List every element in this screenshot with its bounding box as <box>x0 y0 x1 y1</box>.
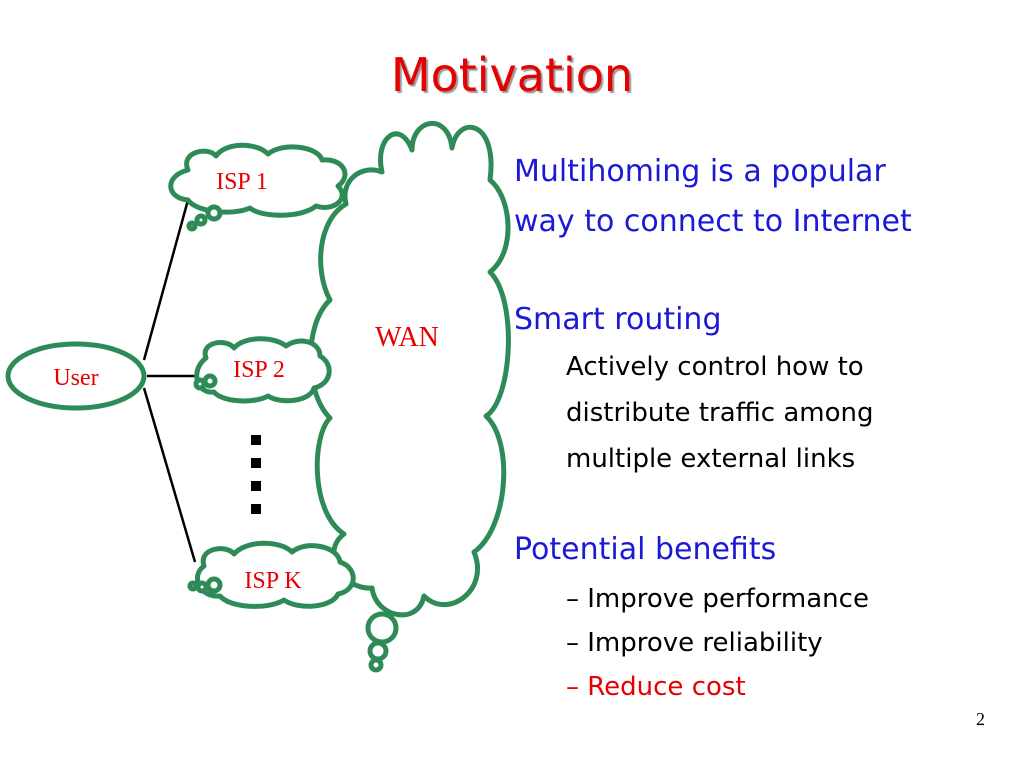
isp2-label: ISP 2 <box>233 357 285 383</box>
dot-2 <box>251 458 261 468</box>
wan-thought-bubble-small <box>368 657 384 673</box>
page-number: 2 <box>976 709 985 729</box>
bullet-smart-routing: Smart routing <box>514 302 722 337</box>
ispk-label: ISP K <box>244 568 302 594</box>
wan-label: WAN <box>375 322 439 353</box>
slide-title: Motivation <box>390 48 634 102</box>
sub-bullet-smart-routing-line3: multiple external links <box>566 444 856 474</box>
user-node <box>5 341 147 411</box>
bullet-multihoming-line1: Multihoming is a popular <box>514 154 886 189</box>
isp2-thought-bubble-large <box>202 373 218 389</box>
isp1-cloud <box>168 142 348 232</box>
ispk-thought-bubble-small <box>195 580 209 594</box>
wan-thought-bubble-large <box>365 611 399 645</box>
wan-cloud <box>308 120 511 673</box>
wan-thought-bubble-medium <box>367 640 389 662</box>
link-user-isp1 <box>142 199 190 361</box>
benefit-item-cost: – Reduce cost <box>566 672 746 702</box>
ellipsis-dots <box>251 435 261 514</box>
isp1-thought-bubble-large <box>205 204 223 222</box>
dot-3 <box>251 481 261 491</box>
benefit-item-reliability: – Improve reliability <box>566 628 823 658</box>
ispk-thought-bubble-large <box>205 576 223 594</box>
isp2-cloud <box>193 336 332 404</box>
bullet-multihoming-line2: way to connect to Internet <box>514 204 912 239</box>
isp1-thought-bubble-small <box>194 213 208 227</box>
benefit-item-performance: – Improve performance <box>566 584 869 614</box>
link-user-ispk <box>142 387 197 563</box>
isp1-label: ISP 1 <box>216 169 268 195</box>
sub-bullet-smart-routing-line2: distribute traffic among <box>566 398 874 428</box>
ispk-thought-bubble-tiny <box>187 580 199 592</box>
bullet-potential-benefits: Potential benefits <box>514 532 777 567</box>
dot-4 <box>251 504 261 514</box>
dot-1 <box>251 435 261 445</box>
user-label: User <box>53 365 98 391</box>
ispk-cloud <box>187 540 356 609</box>
isp2-thought-bubble-small <box>193 377 207 391</box>
sub-bullet-smart-routing-line1: Actively control how to <box>566 352 864 382</box>
isp1-thought-bubble-tiny <box>186 220 198 232</box>
